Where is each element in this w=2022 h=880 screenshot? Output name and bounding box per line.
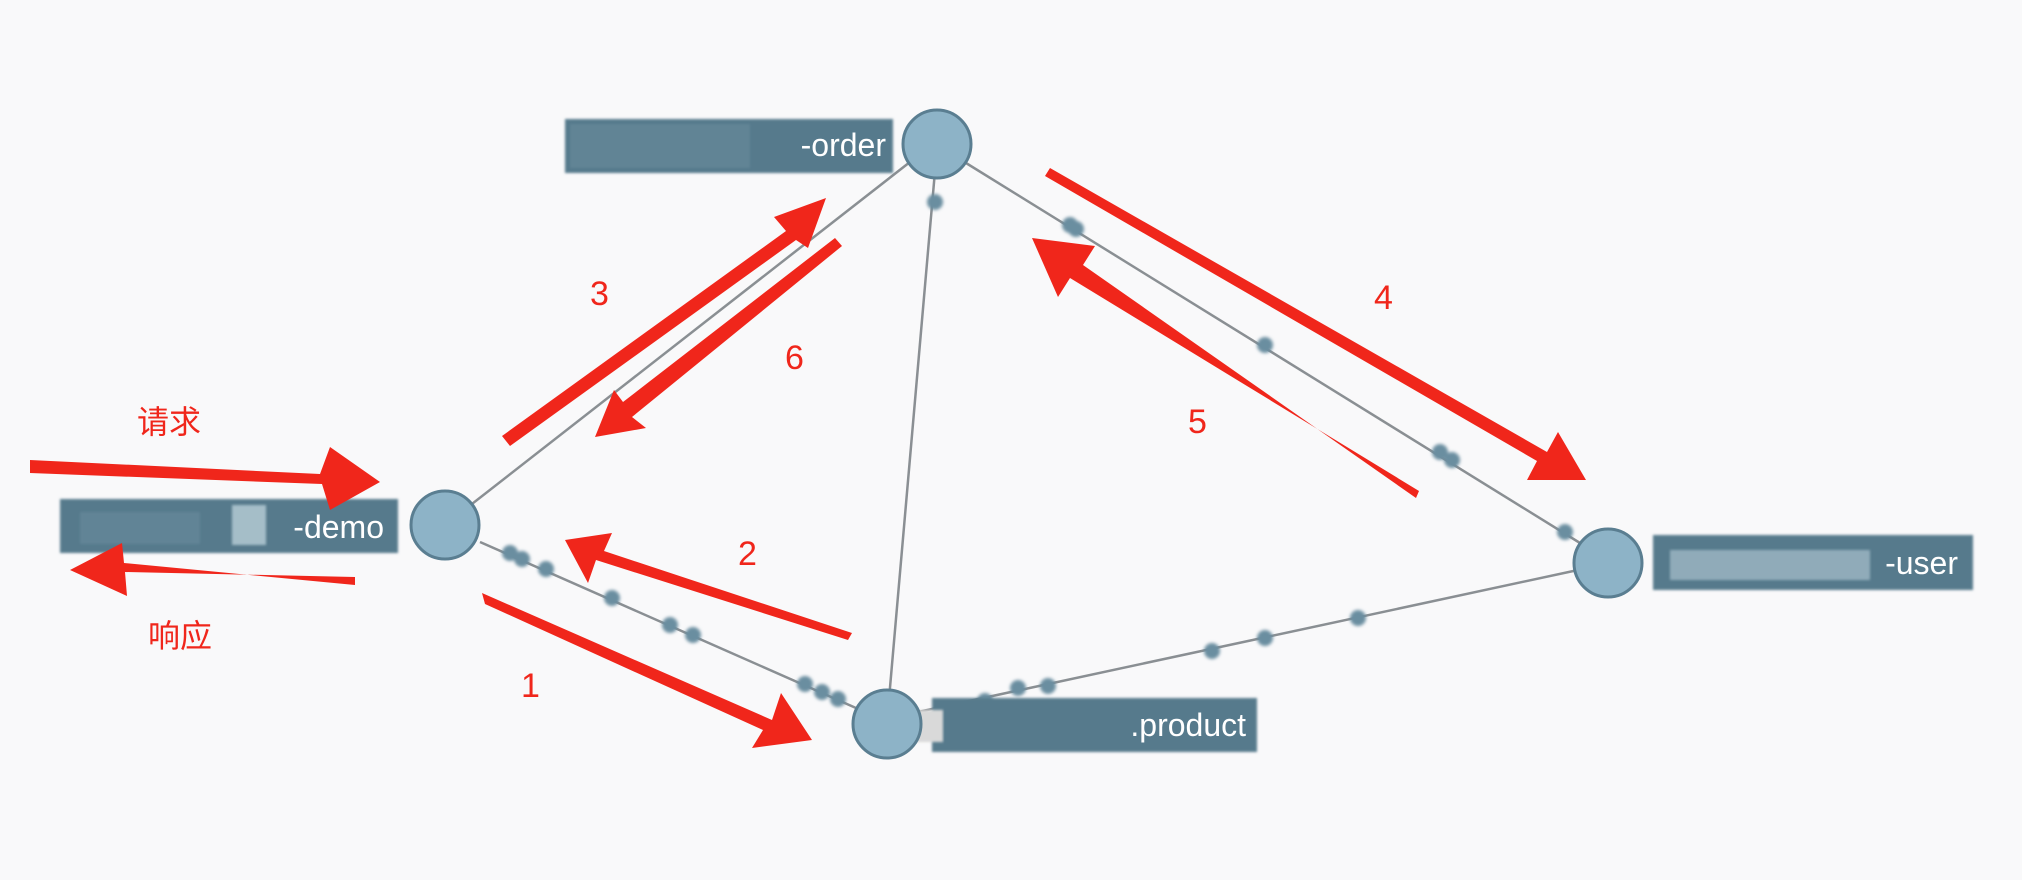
request-arrow [30, 447, 380, 510]
flow-arrows [30, 168, 1586, 748]
node-user[interactable]: -user [1572, 527, 1973, 599]
edge-product-user [917, 568, 1579, 714]
step-4-arrow [1045, 168, 1586, 480]
node-demo-circle[interactable] [409, 489, 481, 561]
node-user-circle[interactable] [1572, 527, 1644, 599]
step-1-label: 1 [521, 667, 540, 705]
step-4-label: 4 [1374, 279, 1393, 317]
step-2-label: 2 [738, 535, 757, 573]
node-order-circle[interactable] [901, 108, 973, 180]
flow-labels: 请求 响应 1 2 3 4 5 6 [137, 275, 1393, 705]
edge-demo-order [444, 161, 911, 526]
step-5-label: 5 [1188, 403, 1207, 441]
node-product-circle[interactable] [851, 688, 923, 760]
step-5-arrow [1032, 238, 1419, 498]
node-demo[interactable]: -demo [60, 489, 481, 561]
node-user-label: -user [1885, 545, 1958, 581]
step-3-arrow [502, 198, 826, 446]
node-product-label: .product [1130, 707, 1246, 743]
traffic-dots [502, 194, 1573, 709]
node-demo-label: -demo [293, 509, 384, 545]
response-label: 响应 [148, 617, 212, 655]
edge-order-user [965, 161, 1581, 545]
node-product-label-bg [932, 698, 1257, 752]
step-6-arrow [595, 238, 842, 437]
step-1-arrow [482, 593, 812, 748]
node-order[interactable]: -order [565, 108, 973, 180]
response-arrow [70, 543, 355, 596]
edges [444, 147, 1581, 723]
node-product[interactable]: .product [851, 688, 1257, 760]
edge-order-product [885, 147, 939, 723]
step-2-arrow [565, 533, 852, 640]
request-label: 请求 [137, 403, 201, 441]
node-order-label: -order [801, 127, 887, 163]
step-6-label: 6 [785, 339, 804, 377]
step-3-label: 3 [590, 275, 609, 313]
